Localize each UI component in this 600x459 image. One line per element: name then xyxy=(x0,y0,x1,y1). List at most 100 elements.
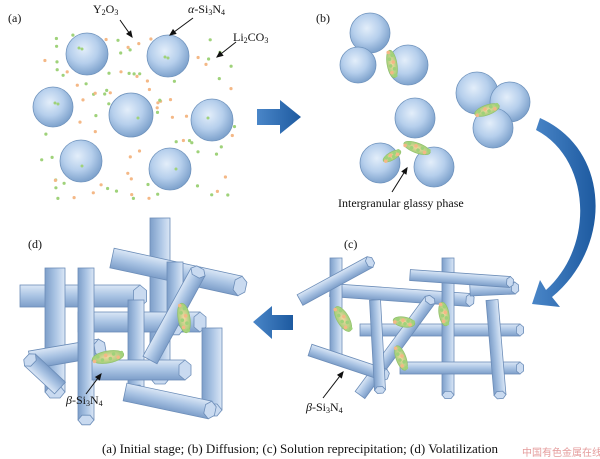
additive-dot xyxy=(119,51,123,55)
panel-a-tag: (a) xyxy=(8,11,22,25)
additive-dot xyxy=(84,82,88,86)
additive-dot xyxy=(170,115,174,119)
beta-si3n4-rod xyxy=(77,267,95,426)
additive-dot xyxy=(215,189,219,193)
additive-dot xyxy=(147,196,151,200)
additive-dot xyxy=(80,164,84,168)
additive-dot xyxy=(104,37,108,42)
additive-dot xyxy=(127,71,131,75)
leader-li2co3-head xyxy=(215,50,224,58)
additive-dot xyxy=(156,192,160,196)
additive-dot xyxy=(43,58,47,63)
additive-dot xyxy=(206,116,210,120)
additive-dot xyxy=(214,152,219,156)
glassy-phase-cluster xyxy=(333,306,353,332)
additive-dot xyxy=(155,106,159,110)
additive-dot xyxy=(93,91,97,95)
beta-si3n4-rod xyxy=(23,353,67,395)
additive-dot xyxy=(146,182,150,187)
additive-dot xyxy=(166,56,170,60)
additive-dot xyxy=(130,193,134,197)
beta-si3n4-rod xyxy=(122,382,217,420)
panel-d-beta-label: β-Si3N4 xyxy=(66,393,103,408)
additive-dot xyxy=(107,71,111,75)
additive-dot xyxy=(116,38,120,42)
grain xyxy=(359,142,401,184)
additive-dot xyxy=(81,98,85,102)
additive-dot xyxy=(137,42,141,46)
panel-c-beta-label: β-Si3N4 xyxy=(306,400,343,415)
additive-dot xyxy=(168,98,173,102)
panel-b-tag: (b) xyxy=(316,11,330,25)
beta-si3n4-rod xyxy=(296,256,376,306)
beta-si3n4-rod xyxy=(409,269,514,289)
additive-dot xyxy=(163,55,167,59)
additive-dot xyxy=(232,125,237,129)
grain xyxy=(413,146,455,188)
leader-panel-d-beta-head xyxy=(94,372,102,381)
beta-si3n4-rod xyxy=(441,257,455,400)
glassy-phase-cluster xyxy=(393,345,409,371)
glassy-phase-cluster xyxy=(392,316,416,328)
additive-dot xyxy=(93,130,97,134)
additive-dot xyxy=(174,140,178,144)
additive-dot xyxy=(65,70,69,74)
additive-dot xyxy=(99,183,103,187)
additive-dot xyxy=(219,145,223,149)
grain xyxy=(65,32,109,76)
additive-dot xyxy=(108,91,112,95)
additive-dot xyxy=(50,155,54,159)
process-arrow-curved xyxy=(532,118,596,307)
glassy-phase-label: Intergranular glassy phase xyxy=(338,196,464,210)
grain xyxy=(339,46,377,84)
additive-dot xyxy=(106,186,110,191)
additive-dot xyxy=(137,149,142,153)
glassy-phase-cluster xyxy=(386,49,398,79)
additive-dot xyxy=(196,55,200,60)
additive-dot xyxy=(149,37,153,41)
additive-dot xyxy=(91,191,95,195)
grain xyxy=(190,98,234,142)
additive-dot xyxy=(55,44,59,48)
panel-d-tag: (d) xyxy=(28,237,42,251)
panel-c-tag: (c) xyxy=(344,237,358,251)
leader-alpha-si3n4-head xyxy=(168,28,177,36)
additive-dot xyxy=(54,186,58,190)
figure-caption: (a) Initial stage; (b) Diffusion; (c) So… xyxy=(101,441,499,456)
additive-dot xyxy=(184,114,189,118)
additive-dot xyxy=(131,196,135,200)
additive-dot xyxy=(135,74,139,78)
additive-dot xyxy=(56,102,60,106)
additive-dot xyxy=(94,114,98,118)
additive-dot xyxy=(210,193,214,197)
additive-dot xyxy=(156,101,160,105)
additive-dot xyxy=(53,101,57,105)
beta-si3n4-rod xyxy=(127,299,145,396)
additive-dot xyxy=(187,139,192,143)
additive-dot xyxy=(196,150,200,154)
process-arrow-left xyxy=(253,306,293,339)
additive-dot xyxy=(71,33,75,37)
additive-dot xyxy=(229,87,233,91)
beta-si3n4-rod xyxy=(485,299,507,400)
additive-dot xyxy=(190,141,194,145)
additive-dot xyxy=(195,184,200,188)
additive-dot xyxy=(128,155,132,159)
additive-dot xyxy=(119,70,123,74)
additive-dot xyxy=(217,77,221,81)
additive-dot xyxy=(174,167,178,171)
beta-si3n4-rod xyxy=(369,299,387,394)
grain xyxy=(394,97,436,139)
additive-dot xyxy=(53,178,58,182)
alpha-si3n4-label: α-Si3N4 xyxy=(188,2,225,17)
additive-dot xyxy=(129,177,133,181)
grain xyxy=(148,147,192,191)
glassy-phase-cluster xyxy=(474,102,500,118)
additive-dot xyxy=(126,171,130,175)
additive-dot xyxy=(126,45,130,50)
process-arrow-right xyxy=(257,100,301,134)
additive-dot xyxy=(208,38,212,42)
additive-dot xyxy=(105,88,109,92)
glassy-phase-cluster xyxy=(438,301,450,327)
